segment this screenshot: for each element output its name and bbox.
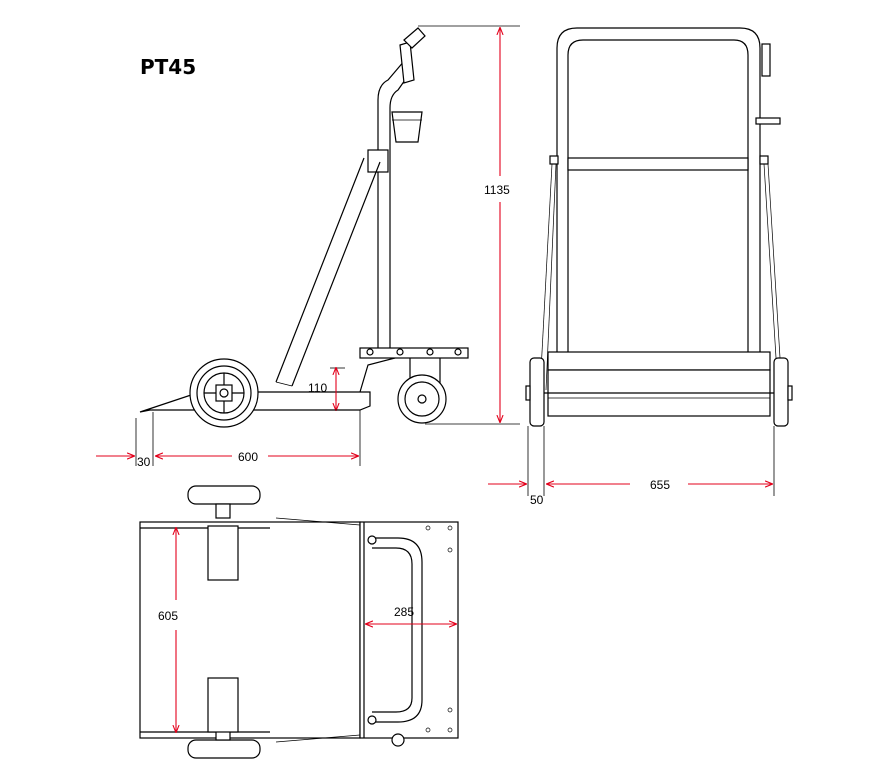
dim-clearance-label: 110 (308, 381, 327, 395)
side-view: 1135 110 30 600 (96, 25, 520, 469)
top-view: 605 285 (139, 485, 459, 759)
dim-width-front-label: 655 (650, 478, 670, 492)
dim-width-top-label: 605 (158, 609, 178, 623)
dim-platform-depth-label: 285 (394, 605, 414, 619)
dim-offset-side-label: 30 (137, 455, 151, 469)
front-view: 50 655 (488, 27, 793, 507)
dim-length-label: 600 (238, 450, 258, 464)
dim-offset-front-label: 50 (530, 493, 544, 507)
dim-height-label: 1135 (484, 183, 510, 197)
model-title: PT45 (140, 55, 196, 79)
